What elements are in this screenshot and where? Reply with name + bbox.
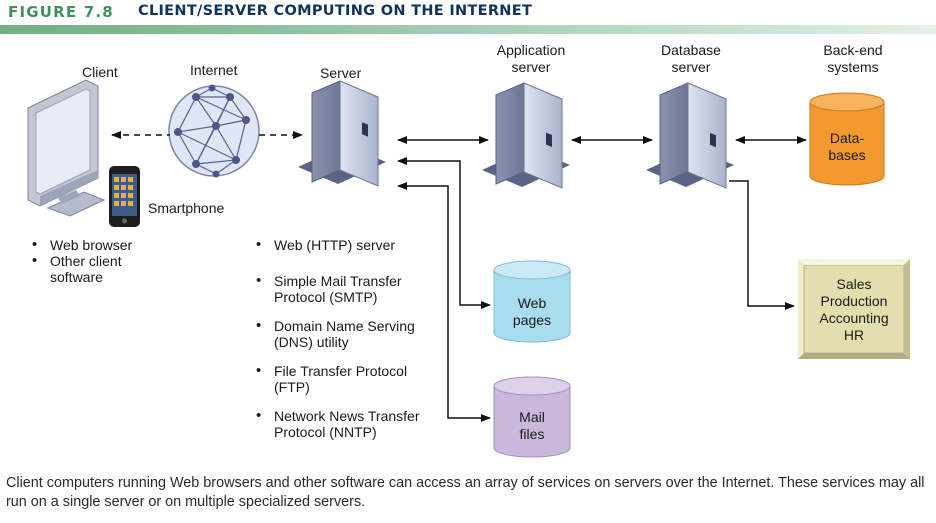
internet-icon	[168, 84, 260, 178]
backend-systems-label: Back-end systems	[823, 42, 883, 75]
list-item: Other client software	[28, 253, 132, 285]
client-computer-icon	[27, 79, 106, 217]
backend-systems-box	[798, 259, 910, 359]
connectors	[111, 131, 807, 422]
list-item: Web (HTTP) server	[252, 237, 419, 253]
client-label: Client	[82, 64, 118, 80]
smartphone-icon	[109, 166, 140, 227]
application-server-label: Application server	[496, 42, 566, 75]
server-tower-icon	[298, 80, 386, 187]
application-server-tower-icon	[482, 82, 570, 189]
list-item: Domain Name Serving (DNS) utility	[252, 318, 419, 350]
figure-caption: Client computers running Web browsers an…	[6, 475, 925, 510]
database-server-label: Database server	[661, 42, 721, 75]
list-item: Simple Mail Transfer Protocol (SMTP)	[252, 273, 419, 305]
list-item: Web browser	[28, 237, 132, 253]
mail-files-label: Mail files	[519, 409, 545, 442]
server-label: Server	[320, 65, 362, 81]
figure-number: FIGURE 7.8	[8, 3, 114, 21]
figure-header: FIGURE 7.8 CLIENT/SERVER COMPUTING ON TH…	[0, 0, 936, 34]
smartphone-label: Smartphone	[148, 200, 225, 216]
mail-files-cylinder	[493, 376, 571, 458]
header-rule	[0, 25, 936, 34]
list-item: Network News Transfer Protocol (NNTP)	[252, 408, 419, 440]
client-bullets: Web browser Other client software	[28, 237, 132, 285]
databases-label: Data- bases	[828, 130, 866, 163]
web-pages-cylinder	[493, 260, 571, 343]
databases-cylinder	[809, 92, 885, 186]
server-bullets: Web (HTTP) server Simple Mail Transfer P…	[252, 237, 419, 440]
figure-title: CLIENT/SERVER COMPUTING ON THE INTERNET	[138, 3, 533, 19]
backend-systems-box-label: Sales Production Accounting HR	[819, 276, 889, 343]
web-pages-label: Web pages	[512, 295, 552, 328]
list-item: File Transfer Protocol (FTP)	[252, 363, 419, 395]
database-server-tower-icon	[646, 82, 734, 189]
internet-label: Internet	[190, 62, 238, 78]
